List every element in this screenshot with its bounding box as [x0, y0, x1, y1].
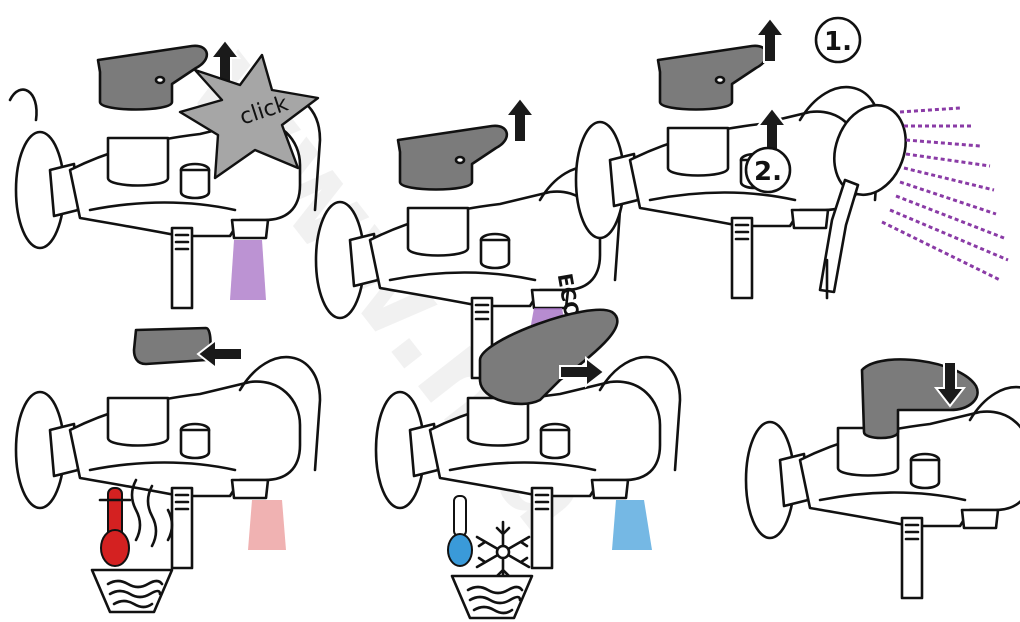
- svg-text:2.: 2.: [754, 157, 782, 187]
- arrow-up-icon: [506, 98, 534, 142]
- hand-shower-icon: [820, 95, 1008, 298]
- thermometer-hot-icon: [100, 488, 130, 566]
- panel-hot-water: [16, 328, 320, 568]
- thermometer-cold-icon: [448, 496, 472, 566]
- basin-icon: [452, 576, 532, 618]
- panel-close-handle: [746, 359, 1020, 598]
- step-1-badge: 1.: [816, 18, 860, 62]
- water-flow: [230, 240, 266, 300]
- cold-water-flow: [612, 500, 652, 550]
- hot-water-flow: [248, 500, 286, 550]
- step-2-badge: 2.: [746, 148, 790, 192]
- svg-text:1.: 1.: [824, 27, 852, 57]
- basin-icon: [92, 570, 172, 612]
